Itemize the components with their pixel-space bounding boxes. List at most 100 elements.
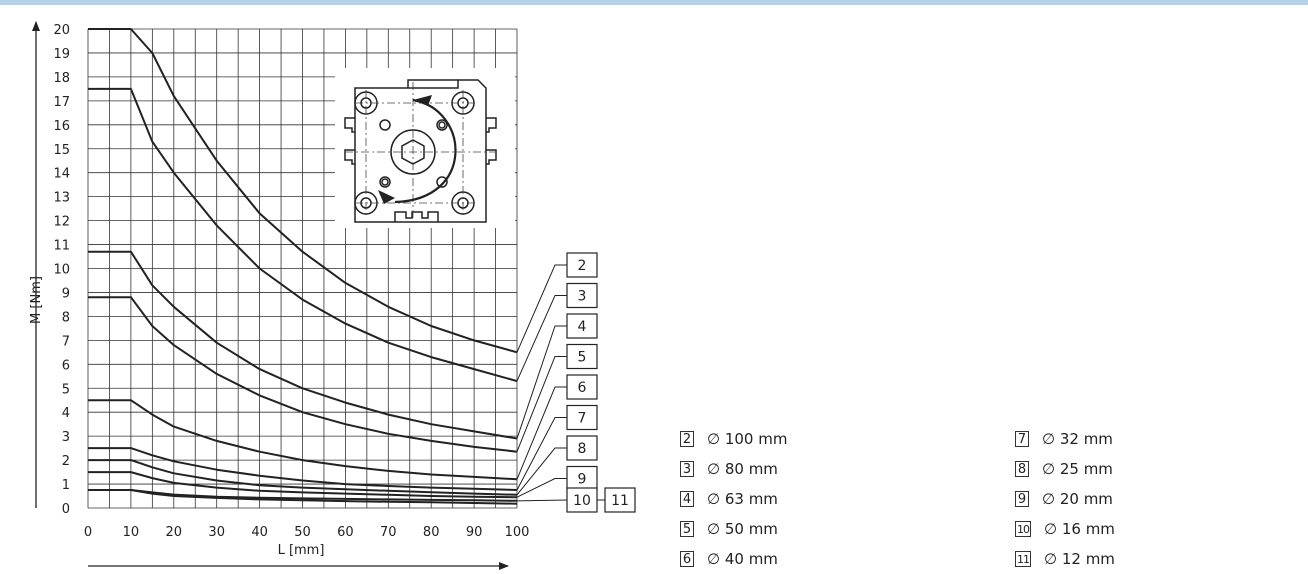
legend-number-box: 9	[1015, 491, 1029, 507]
x-tick-label: 80	[423, 525, 440, 540]
y-tick-label: 19	[53, 47, 70, 62]
legend-item: 8 ∅ 25 mm	[1015, 458, 1113, 480]
y-tick-label: 16	[53, 119, 70, 134]
x-tick-label: 60	[337, 525, 354, 540]
legend-item: 7 ∅ 32 mm	[1015, 428, 1113, 450]
legend-label: ∅ 50 mm	[707, 520, 778, 538]
x-tick-label: 30	[208, 525, 225, 540]
callout-box-9	[566, 465, 598, 492]
x-axis-label: L [mm]	[278, 543, 325, 558]
callout-leader-10	[516, 499, 568, 502]
series-line-8	[88, 459, 518, 496]
y-tick-label: 10	[53, 263, 70, 278]
cylinder-end-cap-diagram-icon	[335, 68, 515, 228]
series-line-11	[88, 489, 518, 505]
legend-right-column: 7 ∅ 32 mm 8 ∅ 25 mm 9 ∅ 20 mm 10 ∅ 16 mm 11 ∅ 12 …	[1015, 428, 1275, 568]
legend-number-box: 2	[680, 431, 694, 447]
legend-item: 9 ∅ 20 mm	[1015, 488, 1113, 510]
y-tick-label: 7	[62, 334, 70, 349]
y-tick-label: 9	[62, 286, 70, 301]
legend-label: ∅ 100 mm	[707, 430, 788, 448]
y-tick-label: 14	[53, 167, 70, 182]
y-tick-label: 5	[62, 382, 70, 397]
series-line-2	[88, 28, 518, 354]
legend-number-box: 3	[680, 461, 694, 477]
callout-box-8	[566, 435, 598, 461]
x-tick-label: 40	[251, 525, 268, 540]
legend-item: 5 ∅ 50 mm	[680, 518, 778, 540]
legend-label: ∅ 40 mm	[707, 550, 778, 568]
legend-label: ∅ 16 mm	[1044, 520, 1115, 538]
callout-box-4	[566, 313, 598, 339]
callout-label-9: 9	[578, 472, 587, 488]
top-accent-bar	[0, 0, 1308, 5]
y-tick-label: 3	[62, 430, 70, 445]
y-tick-label: 12	[53, 215, 70, 230]
callout-leader-4	[516, 325, 567, 439]
callout-label-8: 8	[578, 441, 587, 457]
series-line-4	[88, 250, 518, 440]
chart-axes	[32, 21, 509, 570]
legend-label: ∅ 80 mm	[707, 460, 778, 478]
series-lines	[88, 28, 518, 505]
legend-number-box: 6	[680, 551, 694, 567]
callout-label-11: 11	[611, 493, 629, 509]
y-tick-label: 2	[62, 454, 70, 469]
y-tick-label: 1	[62, 478, 70, 493]
x-tick-label: 100	[505, 525, 530, 540]
y-tick-label: 17	[53, 95, 70, 110]
legend-label: ∅ 25 mm	[1042, 460, 1113, 478]
legend-label: ∅ 12 mm	[1044, 550, 1115, 568]
y-tick-label: 18	[53, 71, 70, 86]
series-line-5	[88, 296, 518, 453]
series-line-7	[88, 447, 518, 491]
callout-leader-5	[516, 356, 567, 452]
callout-label-5: 5	[578, 350, 587, 366]
x-tick-label: 20	[166, 525, 183, 540]
series-line-3	[88, 87, 518, 383]
callout-label-10: 10	[573, 493, 591, 509]
series-line-9	[88, 471, 518, 499]
callout-box-3	[566, 282, 598, 309]
y-tick-label: 6	[62, 358, 70, 373]
callout-label-2: 2	[578, 258, 587, 274]
legend-number-box: 4	[680, 491, 694, 507]
y-tick-label: 15	[53, 143, 70, 158]
legend-item: 4 ∅ 63 mm	[680, 488, 778, 510]
x-tick-label: 10	[123, 525, 140, 540]
legend-number-box: 11	[1015, 551, 1031, 567]
x-tick-label: 70	[380, 525, 397, 540]
callout-box-5	[566, 343, 598, 370]
legend-left-column: 2 ∅ 100 mm 3 ∅ 80 mm 4 ∅ 63 mm 5 ∅ 50 mm 6 ∅ 40 m…	[680, 428, 940, 568]
legend-label: ∅ 32 mm	[1042, 430, 1113, 448]
y-axis-label: M [Nm]	[29, 276, 44, 324]
legend-number-box: 10	[1015, 521, 1031, 537]
y-tick-label: 11	[53, 239, 70, 254]
callout-leader-2	[516, 264, 567, 353]
legend-number-box: 8	[1015, 461, 1029, 477]
legend-item: 6 ∅ 40 mm	[680, 548, 778, 570]
legend-item: 11 ∅ 12 mm	[1015, 548, 1115, 570]
y-tick-label: 20	[53, 23, 70, 38]
legend-label: ∅ 63 mm	[707, 490, 778, 508]
callout-label-6: 6	[578, 380, 587, 396]
legend-item: 3 ∅ 80 mm	[680, 458, 778, 480]
y-tick-label: 8	[62, 310, 70, 325]
callout-label-7: 7	[578, 411, 587, 427]
legend-number-box: 7	[1015, 431, 1029, 447]
callout-leader-7	[516, 417, 567, 491]
y-tick-label: 13	[53, 191, 70, 206]
legend-label: ∅ 20 mm	[1042, 490, 1113, 508]
x-tick-label: 0	[84, 525, 92, 540]
series-line-6	[88, 399, 518, 481]
callout-leader-8	[516, 447, 567, 496]
callout-leader-3	[516, 295, 567, 382]
legend-item: 10 ∅ 16 mm	[1015, 518, 1115, 540]
callout-leader-6	[516, 386, 567, 480]
legend-item: 2 ∅ 100 mm	[680, 428, 787, 450]
callout-leader-9	[516, 478, 567, 498]
legend-number-box: 5	[680, 521, 694, 537]
